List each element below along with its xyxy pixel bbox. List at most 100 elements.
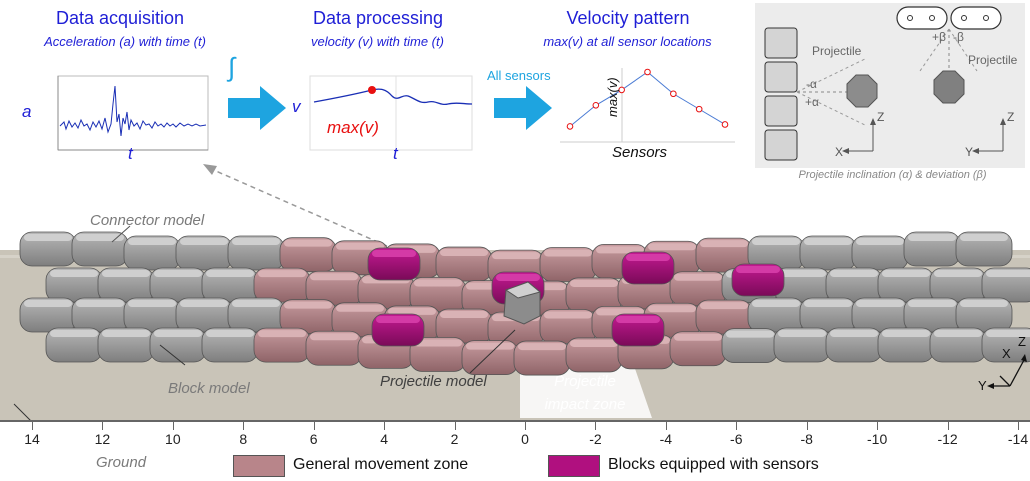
- block-top-face: [986, 270, 1030, 277]
- acceleration-plot: [57, 75, 209, 151]
- block-top-face: [388, 307, 436, 315]
- velocity-pattern-point: [644, 68, 651, 76]
- block-top-face: [674, 273, 722, 281]
- scale-tick-mark: [665, 421, 667, 430]
- block-top-face: [496, 274, 540, 281]
- inset-z-left-label: Z: [877, 110, 885, 124]
- block-top-face: [934, 330, 982, 337]
- acceleration-signal: [59, 85, 207, 137]
- block-top-face: [24, 234, 72, 241]
- block-top-face: [804, 300, 852, 307]
- neg-beta-label: -β: [953, 30, 964, 44]
- scale-tick-label: -4: [659, 431, 673, 447]
- block-top-face: [206, 270, 254, 277]
- block-top-face: [518, 343, 566, 351]
- step1-x-label: t: [128, 144, 133, 163]
- legend-label-general-zone: General movement zone: [293, 456, 469, 473]
- scale-tick-mark: [877, 421, 879, 430]
- block-top-face: [128, 300, 176, 307]
- step3-subtitle: max(v) at all sensor locations: [543, 34, 712, 49]
- block-top-face: [336, 304, 384, 312]
- block-top-face: [648, 305, 696, 313]
- scale-tick-mark: [313, 421, 315, 430]
- inset-y-right-label: Y: [965, 145, 974, 159]
- velocity-pattern-point: [618, 86, 625, 94]
- scene-axis-y: Y: [978, 378, 987, 393]
- block-top-face: [626, 254, 670, 261]
- dashed-link-arrow: [203, 164, 388, 247]
- block-top-face: [102, 330, 150, 337]
- scene-axis-z: Z: [1018, 334, 1026, 349]
- legend-swatch-general-zone: [233, 455, 285, 477]
- block-top-face: [752, 300, 800, 307]
- scale-tick-label: 10: [165, 431, 181, 447]
- scale-tick-mark: [384, 421, 386, 430]
- block-top-face: [908, 234, 956, 241]
- block-top-face: [778, 330, 826, 337]
- arrow-right-icon: [228, 86, 286, 130]
- block-top-face: [180, 238, 228, 245]
- scale-tick-mark: [806, 421, 808, 430]
- scene-axis-x: X: [1002, 346, 1011, 361]
- pos-alpha-label: +α: [805, 95, 819, 109]
- scale-tick-label: -14: [1007, 431, 1029, 447]
- block-top-face: [258, 270, 306, 278]
- barrier-scene: [0, 225, 1030, 420]
- block-top-face: [700, 240, 748, 248]
- block-top-face: [258, 330, 306, 338]
- scale-tick-mark: [525, 421, 526, 430]
- inset-x-left-label: X: [835, 145, 844, 159]
- block-model-label: Block model: [168, 380, 250, 397]
- block-top-face: [778, 270, 826, 277]
- block-top-face: [206, 330, 254, 337]
- block-top-face: [284, 301, 332, 309]
- scale-tick-mark: [736, 421, 738, 430]
- block-top-face: [856, 300, 904, 307]
- block-top-face: [180, 300, 228, 307]
- velocity-pattern-point: [592, 101, 600, 109]
- block-top-face: [960, 300, 1008, 307]
- scale-tick-label: 12: [94, 431, 111, 447]
- block-top-face: [960, 234, 1008, 241]
- block-top-face: [102, 270, 150, 277]
- step1-y-label: a: [22, 102, 32, 121]
- step2-title: Data processing: [312, 8, 444, 28]
- step3-y-label: max(v): [605, 77, 620, 117]
- block-top-face: [804, 238, 852, 245]
- scale-tick-label: -10: [867, 431, 888, 447]
- inset-z-right-label: Z: [1007, 110, 1015, 124]
- block-top-face: [986, 330, 1030, 337]
- scale-tick-label: -8: [800, 431, 813, 447]
- legend-label-sensor-blocks: Blocks equipped with sensors: [608, 456, 819, 473]
- block-top-face: [544, 249, 592, 257]
- block-top-face: [284, 239, 332, 247]
- projectile-angle-inset: [755, 3, 1025, 168]
- legend-swatch-sensor-blocks: [548, 455, 600, 477]
- pos-beta-label: +β: [932, 30, 946, 44]
- projectile-model-label: Projectile model: [380, 373, 487, 390]
- block-top-face: [414, 339, 462, 347]
- block-top-face: [674, 333, 722, 341]
- block-top-face: [154, 330, 202, 337]
- block-top-face: [616, 316, 660, 323]
- block-top-face: [882, 330, 930, 337]
- scale-tick-label: -6: [730, 431, 743, 447]
- block-top-face: [128, 238, 176, 245]
- neg-alpha-label: -α: [806, 77, 817, 91]
- block-top-face: [726, 330, 774, 338]
- scale-bar: [0, 420, 1030, 422]
- max-velocity-marker: [368, 86, 376, 94]
- block-top-face: [50, 330, 98, 337]
- impact-zone-label-2: impact zone: [544, 396, 626, 413]
- block-top-face: [76, 234, 124, 241]
- block-top-face: [908, 300, 956, 307]
- velocity-pattern-point: [721, 121, 729, 128]
- block-top-face: [310, 273, 358, 281]
- block-top-face: [570, 339, 618, 347]
- velocity-pattern-point: [566, 123, 574, 130]
- arrow-right-icon: [494, 86, 552, 130]
- scale-tick-mark: [32, 421, 33, 430]
- block-top-face: [648, 243, 696, 251]
- block-top-face: [50, 270, 98, 277]
